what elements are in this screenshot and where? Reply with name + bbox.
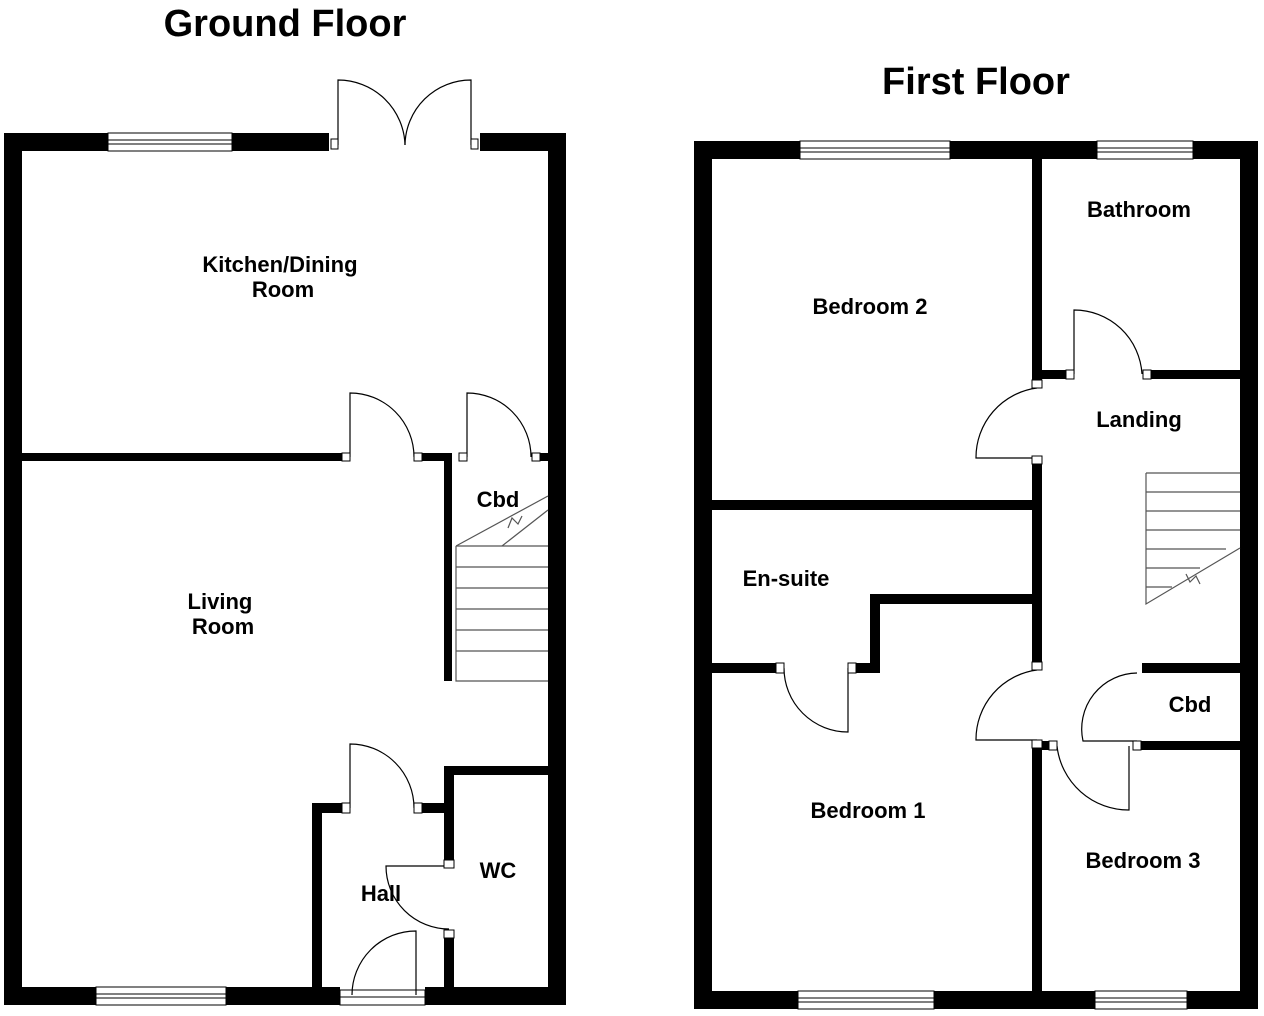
room-label-bedroom-2: Bedroom 2 (813, 294, 928, 319)
ground-floor-title: Ground Floor (164, 3, 407, 45)
ground-floor-stairs (455, 495, 549, 682)
first-floor-doors (775, 309, 1152, 811)
ground-floor: Ground Floor (4, 3, 566, 1006)
first-floor-room-labels: Bedroom 2 Bathroom Landing En-suite Cbd … (743, 197, 1212, 873)
room-label-landing: Landing (1096, 407, 1182, 432)
room-label-cupboard: Cbd (477, 487, 520, 512)
first-floor: First Floor (694, 61, 1258, 1010)
ground-floor-walls (4, 133, 566, 1005)
ground-floor-doors (330, 79, 541, 996)
room-label-living-room: Living Room (188, 589, 259, 639)
room-label-cupboard: Cbd (1169, 692, 1212, 717)
first-floor-windows (797, 140, 1194, 1010)
room-label-wc: WC (480, 858, 517, 883)
room-label-bathroom: Bathroom (1087, 197, 1191, 222)
room-label-hall: Hall (361, 881, 401, 906)
first-floor-walls (694, 141, 1258, 1009)
ground-floor-room-labels: Kitchen/Dining Room Living Room Cbd Hall… (188, 252, 520, 906)
room-label-kitchen-dining: Kitchen/Dining Room (202, 252, 363, 302)
first-floor-stairs (1145, 472, 1241, 606)
ground-floor-windows (95, 132, 426, 1006)
room-label-en-suite: En-suite (743, 566, 830, 591)
room-label-bedroom-1: Bedroom 1 (811, 798, 926, 823)
first-floor-title: First Floor (882, 61, 1070, 103)
room-label-bedroom-3: Bedroom 3 (1086, 848, 1201, 873)
